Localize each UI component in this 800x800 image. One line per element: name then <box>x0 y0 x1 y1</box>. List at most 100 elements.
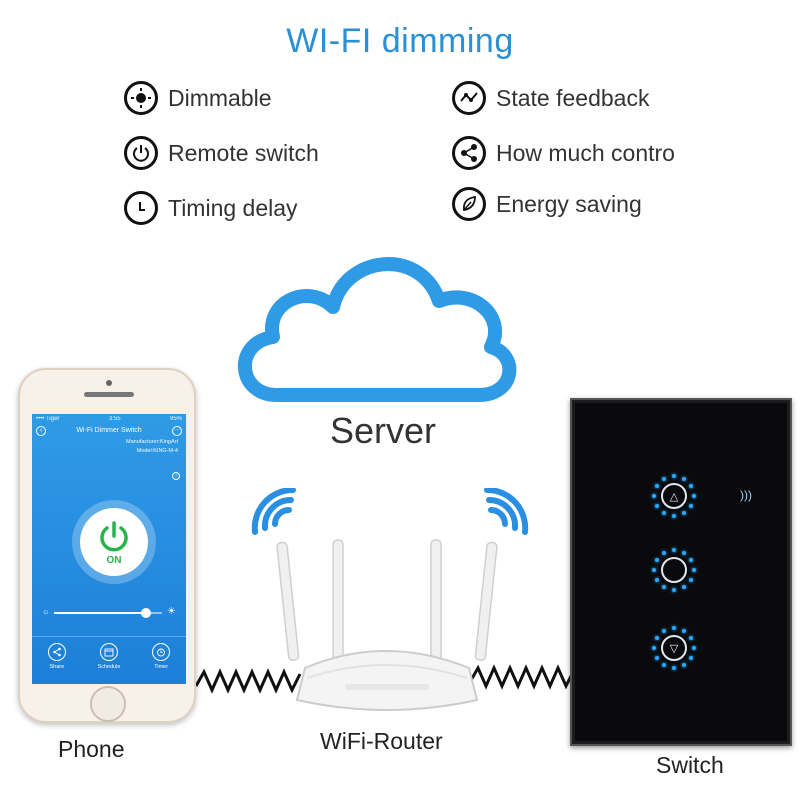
led-dot <box>682 476 686 481</box>
led-dot <box>682 663 686 668</box>
led-dot <box>662 628 666 633</box>
led-dot <box>652 494 656 498</box>
feature-label: State feedback <box>496 84 650 111</box>
share-icon <box>47 643 66 661</box>
power-circle-icon <box>661 557 687 583</box>
cloud-icon <box>238 257 517 402</box>
feature-label: Timing delay <box>168 194 298 221</box>
led-dot <box>682 550 686 555</box>
led-dot <box>689 578 694 582</box>
bright-sun-icon: ☀ <box>167 606 176 617</box>
signal-line-left <box>196 668 302 694</box>
tab-timer[interactable]: Timer <box>152 637 171 684</box>
led-dot <box>689 558 694 562</box>
led-dot <box>662 663 666 668</box>
carrier: •••• Tiger <box>36 416 60 422</box>
battery: 95% <box>169 416 182 422</box>
slider-knob[interactable] <box>140 608 151 618</box>
device-model: Model:KING-M-4 <box>136 448 178 454</box>
power-icon <box>124 136 158 170</box>
brightness-slider[interactable]: ☼ ☀ <box>42 606 176 618</box>
clock-icon <box>124 191 158 225</box>
feature-label: Dimmable <box>168 84 272 111</box>
power-icon <box>100 520 128 551</box>
info-icon[interactable]: i <box>172 472 180 480</box>
wifi-indicator-icon: ))) <box>740 488 752 502</box>
feature-state-feedback: State feedback <box>452 80 649 116</box>
app-header: ‹ Wi-Fi Dimmer Switch ··· <box>32 424 186 438</box>
timer-icon <box>152 643 171 661</box>
power-button[interactable]: ON <box>80 508 148 576</box>
feature-label: Energy saving <box>496 190 642 217</box>
led-dot <box>654 656 659 660</box>
led-dot <box>672 514 676 518</box>
triangle-up-icon: △ <box>661 483 687 509</box>
device-manufacturer: Manufacturer:KingArt <box>126 439 178 445</box>
feature-dimmable: Dimmable <box>124 80 272 116</box>
led-dot <box>654 558 659 562</box>
led-dot <box>654 636 659 640</box>
page-title: WI-FI dimming <box>286 22 514 60</box>
led-dot <box>692 494 696 498</box>
speaker-grille <box>84 392 134 397</box>
led-dot <box>692 568 696 572</box>
led-dot <box>652 646 656 650</box>
led-dot <box>689 636 694 640</box>
server-label: Server <box>330 410 437 451</box>
led-dot <box>672 626 676 630</box>
led-dot <box>662 476 666 481</box>
power-state: ON <box>106 554 122 566</box>
slider-fill <box>54 612 146 614</box>
power-toggle-button[interactable] <box>652 548 696 592</box>
smartphone: •••• Tiger 3:55 95% ‹ Wi-Fi Dimmer Switc… <box>18 368 196 723</box>
led-dot <box>689 504 694 508</box>
led-dot <box>682 628 686 633</box>
feature-label: Remote switch <box>168 139 319 166</box>
tab-label: Timer <box>154 664 169 670</box>
feature-remote-switch: Remote switch <box>124 135 319 171</box>
wifi-router <box>251 488 529 711</box>
camera-dot <box>106 380 112 386</box>
led-dot <box>652 568 656 572</box>
led-dot <box>672 548 676 552</box>
phone-screen: •••• Tiger 3:55 95% ‹ Wi-Fi Dimmer Switc… <box>32 414 186 684</box>
led-dot <box>672 666 676 670</box>
led-dot <box>689 656 694 660</box>
signal-line-right <box>470 664 575 690</box>
leaf-icon <box>452 187 486 221</box>
led-dot <box>692 646 696 650</box>
switch-label: Switch <box>656 752 724 778</box>
led-dot <box>662 550 666 555</box>
led-dot <box>662 585 666 590</box>
dimmable-icon <box>124 81 158 115</box>
wall-switch-panel: △ ▽ ))) <box>570 398 792 746</box>
tab-label: Schedule <box>97 664 121 670</box>
led-dot <box>672 588 676 592</box>
feature-energy-saving: Energy saving <box>452 186 642 222</box>
led-dot <box>654 484 659 488</box>
router-label: WiFi-Router <box>320 728 443 754</box>
tab-share[interactable]: Share <box>47 637 66 684</box>
more-icon[interactable]: ··· <box>172 426 182 436</box>
back-icon[interactable]: ‹ <box>36 426 46 436</box>
feature-how-much-control: How much contro <box>452 135 675 171</box>
led-dot <box>682 585 686 590</box>
calendar-icon <box>100 643 118 661</box>
led-dot <box>682 511 686 516</box>
dim-sun-icon: ☼ <box>42 607 50 616</box>
feature-timing-delay: Timing delay <box>124 190 298 226</box>
led-dot <box>662 511 666 516</box>
led-dot <box>689 484 694 488</box>
tab-label: Share <box>49 664 65 670</box>
home-button[interactable] <box>90 686 126 722</box>
triangle-down-icon: ▽ <box>661 635 687 661</box>
share-icon <box>452 136 486 170</box>
tab-schedule[interactable]: Schedule <box>97 637 121 684</box>
dim-down-button[interactable]: ▽ <box>652 626 696 670</box>
dim-up-button[interactable]: △ <box>652 474 696 518</box>
state-feedback-icon <box>452 81 486 115</box>
wifi-signal-left-icon <box>251 488 296 535</box>
wifi-signal-right-icon <box>484 488 529 535</box>
app-title: Wi-Fi Dimmer Switch <box>76 427 142 434</box>
led-dot <box>654 504 659 508</box>
